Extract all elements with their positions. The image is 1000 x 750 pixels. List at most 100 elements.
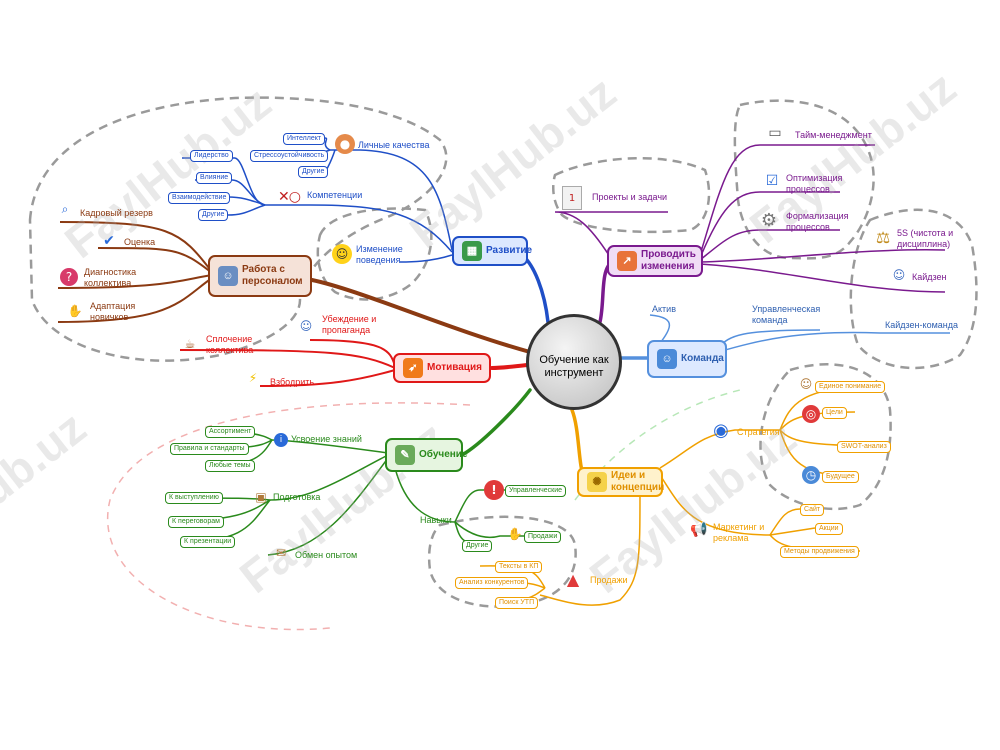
topic-k-peregovoram[interactable]: К переговорам	[168, 516, 224, 528]
topic-rezerv[interactable]: Кадровый резерв	[80, 208, 153, 218]
smiley-icon: ☺	[332, 244, 352, 264]
magnifier-icon: ⌕	[61, 201, 69, 216]
central-topic-label: Обучение как инструмент	[539, 354, 609, 379]
carrot-icon: ➶	[403, 358, 423, 378]
topic-analiz[interactable]: Анализ конкурентов	[455, 577, 529, 589]
topic-vzaimodeistvie[interactable]: Взаимодействие	[168, 192, 231, 204]
topic-navyki[interactable]: Навыки	[420, 515, 452, 525]
topic-intellekt[interactable]: Интеллект	[283, 133, 326, 145]
topic-vzbodrit[interactable]: Взбодрить	[270, 377, 315, 387]
topic-diagnostika[interactable]: Диагностика коллектива	[84, 267, 137, 288]
thumbs-up-icon: ✋	[67, 304, 83, 318]
topic-drugie[interactable]: Другие	[198, 209, 229, 221]
topic-lyubye[interactable]: Любые темы	[205, 460, 255, 472]
topic-kompetencii[interactable]: Компетенции	[307, 190, 363, 200]
topic-upravlencheskie[interactable]: Управленческие	[505, 485, 567, 497]
topic-aktiv[interactable]: Актив	[652, 304, 676, 314]
question-icon: ?	[60, 268, 78, 286]
topic-akcii[interactable]: Акции	[815, 523, 843, 535]
megaphone-icon: 📢	[690, 522, 708, 538]
branch-komanda[interactable]: ☺ Команда	[647, 340, 727, 378]
branch-obuchenie-label: Обучение	[419, 449, 468, 460]
topic-sait[interactable]: Сайт	[800, 504, 825, 516]
topic-kaizen-komanda[interactable]: Кайдзен-команда	[885, 320, 958, 330]
branch-rabota[interactable]: ☺ Работа с персоналом	[208, 255, 312, 297]
topic-edinoe[interactable]: Единое понимание	[815, 381, 886, 393]
topic-usvoenie[interactable]: Усвоение знаний	[291, 434, 362, 444]
topic-liderstvo[interactable]: Лидерство	[190, 150, 233, 162]
topic-celi[interactable]: Цели	[822, 407, 847, 419]
topic-k-vystupleniyu[interactable]: К выступлению	[165, 492, 223, 504]
provodit-links	[554, 144, 946, 293]
topic-stress[interactable]: Стрессоустойчивость	[250, 150, 329, 162]
topic-lichnye[interactable]: Личные качества	[358, 140, 430, 150]
topic-obmen[interactable]: Обмен опытом	[295, 550, 358, 560]
topic-teksty[interactable]: Тексты в КП	[495, 561, 543, 573]
checkmark-icon: ✔	[103, 233, 115, 249]
branch-razvitie[interactable]: ▦ Развитие	[452, 236, 532, 266]
handshake-icon: ✋	[507, 527, 523, 541]
dart-icon: ◎	[802, 405, 820, 423]
topic-kaizen[interactable]: Кайдзен	[912, 272, 947, 282]
topic-poisk-utp[interactable]: Поиск УТП	[495, 597, 539, 609]
box-icon: ▣	[255, 490, 267, 504]
branch-komanda-label: Команда	[681, 353, 724, 364]
lightning-icon: ⚡	[248, 371, 258, 385]
gears-icon: ⚙	[760, 209, 778, 231]
branch-motivaciya-label: Мотивация	[427, 362, 482, 373]
topic-drugie[interactable]: Другие	[462, 540, 493, 552]
topic-prodazhi-navyk[interactable]: Продажи	[524, 531, 562, 543]
people-icon: ☺	[657, 349, 677, 369]
topic-5s[interactable]: 5S (чистота и дисциплина)	[897, 228, 954, 249]
laptop-icon: ▭	[768, 125, 782, 141]
chart-icon: ↗	[617, 251, 637, 271]
topic-pravila[interactable]: Правила и стандарты	[170, 443, 249, 455]
overlay-curves	[107, 389, 741, 631]
topic-formalizaciya[interactable]: Формализация процессов	[786, 211, 849, 232]
branch-provodit-label: Проводить изменения	[641, 249, 696, 272]
topic-ubezhdenie[interactable]: Убеждение и пропаганда	[322, 314, 377, 335]
rabota-links	[57, 221, 213, 323]
branch-obuchenie[interactable]: ✎ Обучение	[385, 438, 468, 472]
topic-swot[interactable]: SWOT-анализ	[837, 441, 891, 453]
topic-proekty[interactable]: Проекты и задачи	[592, 192, 668, 202]
warning-icon: !	[484, 480, 504, 500]
book-icon: ▦	[462, 241, 482, 261]
people-icon: ☺	[218, 266, 238, 286]
topic-marketing[interactable]: Маркетинг и реклама	[713, 522, 765, 543]
envelope-icon: ✉	[275, 546, 287, 560]
branch-motivaciya[interactable]: ➶ Мотивация	[393, 353, 491, 383]
topic-strategiya[interactable]: Стратегия	[737, 427, 780, 437]
topic-optimizaciya[interactable]: Оптимизация процессов	[786, 173, 843, 194]
branch-rabota-label: Работа с персоналом	[242, 264, 303, 287]
branch-provodit[interactable]: ↗ Проводить изменения	[607, 245, 703, 277]
topic-adaptaciya[interactable]: Адаптация новичков	[90, 301, 136, 322]
topic-drugie[interactable]: Другие	[298, 166, 329, 178]
dart-icon: ✕○	[278, 189, 301, 205]
calendar-icon: 1	[562, 186, 582, 210]
topic-metody[interactable]: Методы продвижения	[780, 546, 859, 558]
branch-idei[interactable]: ✺ Идеи и концепции	[577, 467, 664, 497]
person-icon: ☺	[892, 268, 906, 282]
topic-izmenenie[interactable]: Изменение поведения	[356, 244, 403, 265]
topic-budushee[interactable]: Будущее	[822, 471, 859, 483]
topic-prodazhi[interactable]: Продажи	[590, 575, 628, 585]
checklist-icon: ☑	[765, 173, 779, 189]
bulb-icon: ✺	[587, 472, 607, 492]
topic-ocenka[interactable]: Оценка	[124, 237, 156, 247]
topic-k-prezentacii[interactable]: К презентации	[180, 536, 236, 548]
brain-icon: ●	[335, 134, 355, 154]
topic-upravl-komanda[interactable]: Управленческая команда	[752, 304, 821, 325]
topic-assortiment[interactable]: Ассортимент	[205, 426, 256, 438]
topic-podgotovka[interactable]: Подготовка	[273, 492, 321, 502]
central-topic[interactable]: Обучение как инструмент	[526, 314, 622, 410]
people-icon: ☺	[799, 377, 813, 391]
people-icon: ☺	[299, 319, 313, 333]
scales-icon: ⚖	[875, 227, 891, 247]
topic-vliyanie[interactable]: Влияние	[196, 172, 233, 184]
branch-razvitie-label: Развитие	[486, 245, 533, 256]
topic-taim[interactable]: Тайм-менеджмент	[795, 130, 872, 140]
topic-splochenie[interactable]: Сплочение коллектива	[206, 334, 254, 355]
